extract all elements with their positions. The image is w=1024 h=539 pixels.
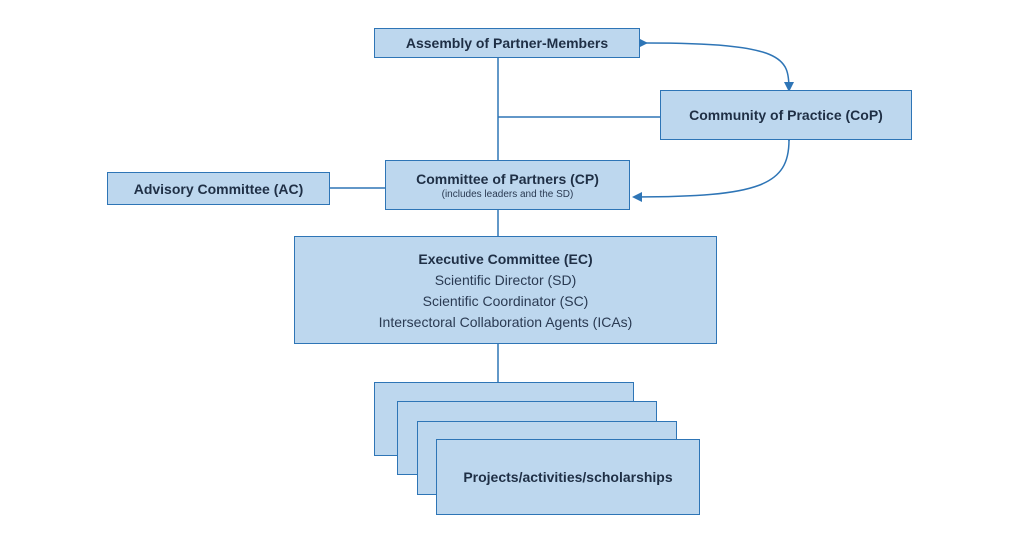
executive-box: Executive Committee (EC) Scientific Dire…	[294, 236, 717, 344]
partners-subtitle: (includes leaders and the SD)	[441, 188, 574, 200]
partners-title: Committee of Partners (CP)	[416, 170, 599, 187]
projects-box: Projects/activities/scholarships	[436, 439, 700, 515]
partners-box: Committee of Partners (CP) (includes lea…	[385, 160, 630, 210]
executive-title: Executive Committee (EC)	[418, 250, 593, 267]
arrow-assembly-community	[637, 37, 794, 92]
community-box: Community of Practice (CoP)	[660, 90, 912, 140]
assembly-box: Assembly of Partner-Members	[374, 28, 640, 58]
executive-line-sc: Scientific Coordinator (SC)	[422, 292, 589, 309]
executive-line-icas: Intersectoral Collaboration Agents (ICAs…	[378, 313, 633, 330]
advisory-label: Advisory Committee (AC)	[133, 180, 304, 197]
assembly-label: Assembly of Partner-Members	[405, 35, 609, 51]
arrow-community-partners	[632, 131, 795, 202]
projects-label: Projects/activities/scholarships	[463, 469, 673, 485]
advisory-box: Advisory Committee (AC)	[107, 172, 330, 205]
community-label: Community of Practice (CoP)	[689, 107, 883, 123]
executive-line-sd: Scientific Director (SD)	[434, 271, 577, 288]
